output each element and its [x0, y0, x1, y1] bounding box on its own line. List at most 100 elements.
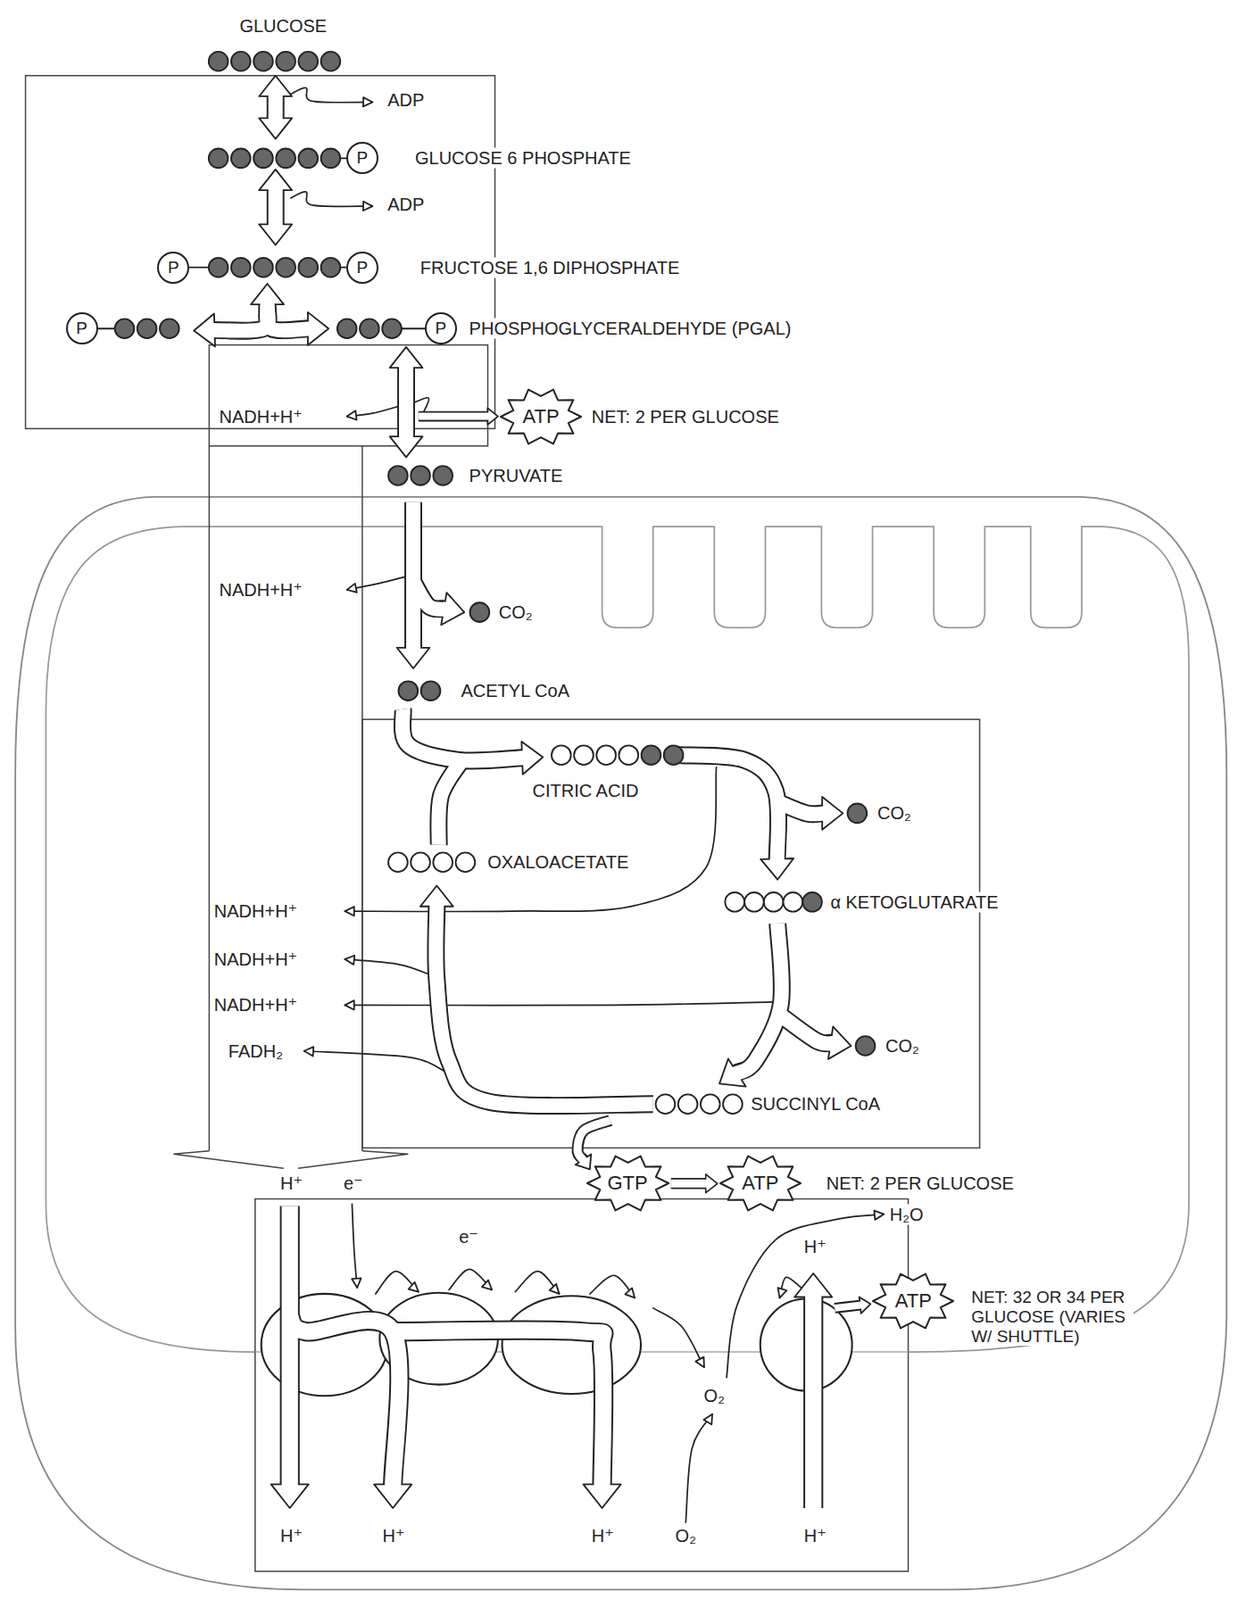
leader-line: [290, 87, 373, 103]
pathway-arrow: [719, 923, 851, 1088]
leader-line: [304, 1051, 446, 1072]
carbon-dot: [321, 148, 341, 168]
carbon-dot: [253, 148, 274, 168]
node-text: P: [357, 148, 369, 168]
node-text: P: [75, 318, 88, 339]
energy-burst: ATP: [720, 1154, 801, 1213]
pathway-arrow: [397, 502, 466, 669]
carbon-dot: [137, 318, 158, 339]
pathway-arrow: [390, 347, 424, 457]
arrowhead: [420, 886, 454, 907]
arrow-body: [577, 1121, 611, 1163]
arrow-body: [268, 187, 283, 227]
arrowhead: [397, 647, 431, 669]
carbon-dot: [208, 148, 229, 168]
pathway-arrow: [258, 75, 292, 140]
label: CO₂: [875, 803, 914, 824]
carbon-dot: [208, 51, 229, 72]
pathway-arrow: [402, 709, 543, 846]
carbon-dot: [573, 745, 594, 765]
arrowhead: [390, 436, 424, 457]
burst-outline: [872, 1273, 954, 1329]
arrow-body: [282, 1206, 299, 1488]
leader-line: [290, 191, 373, 208]
label: NET: 2 PER GLUCOSE: [589, 406, 781, 427]
carbon-dot: [678, 1094, 698, 1114]
carbon-dot: [337, 318, 358, 339]
phosphate-circle: P: [346, 141, 379, 175]
arrow-outline: [392, 1329, 604, 1485]
burst-outline: [500, 389, 582, 444]
label: O₂: [702, 1386, 727, 1407]
carbon-dot: [359, 318, 380, 339]
pathway-arrow: [258, 169, 292, 246]
label: NADH+H⁺: [212, 948, 300, 970]
carbon-dot: [421, 681, 441, 701]
arrowhead: [347, 583, 358, 593]
carbon-dot: [470, 602, 491, 623]
phosphate-circle: P: [66, 312, 99, 345]
step-box: [208, 345, 488, 447]
label: NET: 32 OR 34 PER GLUCOSE (VARIES W/ SHU…: [969, 1287, 1134, 1347]
carbon-dot: [388, 465, 408, 486]
carbon-dot: [231, 257, 251, 278]
carbon-dot: [298, 257, 318, 278]
carbon-dot: [208, 257, 229, 278]
arrowhead: [481, 1280, 492, 1291]
arrowhead: [344, 955, 355, 965]
carbon-dot: [253, 51, 274, 72]
node-text: P: [357, 257, 369, 278]
outer-membrane: [15, 497, 1227, 1591]
arrow-body: [392, 1329, 604, 1487]
label: FRUCTOSE 1,6 DIPHOSPHATE: [418, 257, 682, 278]
carbon-dot: [847, 804, 868, 824]
label: α KETOGLUTARATE: [828, 891, 1000, 913]
arrow-body: [398, 365, 414, 440]
label: ADP: [385, 193, 426, 215]
arrowhead: [624, 1287, 635, 1298]
carbon-dot: [115, 318, 135, 339]
energy-burst: ATP: [872, 1272, 954, 1330]
phosphate-circle: P: [424, 312, 457, 345]
proton-arrow: [794, 1273, 832, 1509]
label: OXALOACETATE: [485, 852, 631, 873]
arrowhead: [695, 1357, 704, 1369]
inner-membrane: [45, 526, 1189, 1353]
carbon-dot: [722, 1094, 743, 1114]
node-text: ATP: [741, 1171, 779, 1196]
label: H⁺: [802, 1525, 829, 1546]
arrow-body: [435, 904, 653, 1106]
carbon-dot: [700, 1094, 721, 1114]
carbon-dot: [275, 51, 296, 72]
arrowhead: [351, 1278, 361, 1288]
arrow-body: [418, 413, 491, 421]
leader-line: [589, 1275, 635, 1298]
node-text: ATP: [522, 405, 559, 429]
label: CO₂: [883, 1035, 922, 1056]
label: NET: 2 PER GLUCOSE: [824, 1173, 1016, 1195]
leader-line: [375, 1271, 419, 1295]
leader-line: [515, 1271, 559, 1295]
label: ACETYL CoA: [459, 681, 573, 702]
leader-line: [344, 767, 716, 913]
arrowhead: [583, 1484, 622, 1509]
carbon-dot: [656, 1094, 676, 1114]
carbon-dot: [275, 148, 296, 168]
arrowhead: [250, 283, 284, 305]
arrowhead: [363, 201, 373, 211]
leader-line: [448, 1269, 492, 1290]
label: NADH+H⁺: [217, 406, 305, 427]
arrowhead: [873, 1211, 884, 1221]
label: H⁺: [381, 1525, 408, 1546]
arrow-body: [438, 761, 461, 846]
leader-line: [685, 1414, 713, 1523]
carbon-dot: [855, 1036, 876, 1056]
arrowhead: [703, 1414, 713, 1425]
node-text: GTP: [606, 1171, 648, 1196]
yield-arrow: [575, 1121, 611, 1171]
carbon-dot: [596, 745, 616, 765]
carbon-dot: [298, 51, 318, 72]
burst-outline: [587, 1156, 669, 1212]
label: SUCCINYL CoA: [748, 1094, 882, 1115]
connector: [671, 1174, 718, 1194]
